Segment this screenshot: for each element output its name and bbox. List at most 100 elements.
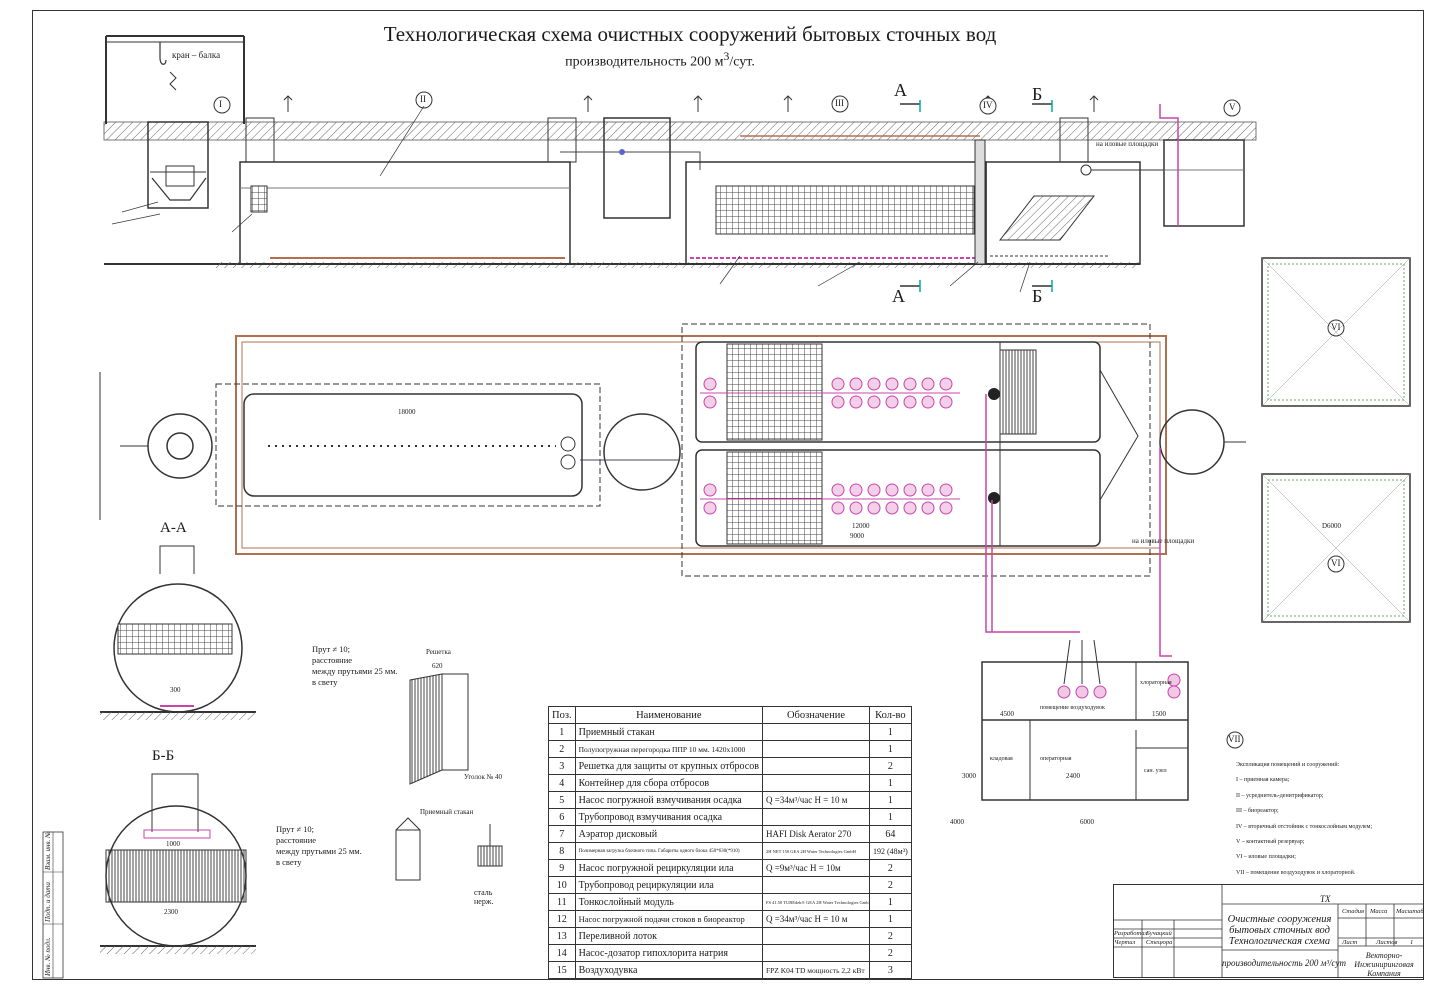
table-header: Кол-во [868,706,912,724]
dimension: 2300 [164,908,178,916]
contact-tank-profile [1080,104,1245,227]
ground-level [103,121,1257,141]
room-label: сан. узел [1144,768,1167,774]
table-header-row: Поз. Наименование Обозначение Кол-во [548,706,912,724]
secondary-clarifier-profile [974,95,1141,265]
explication-item: Экспликация помещений и сооружений: [1236,762,1340,768]
explication-list: Экспликация помещений и сооружений: I – … [1236,758,1406,881]
explication-item: IV – вторичный отстойник с тонкослойным … [1236,823,1373,830]
roman-label: III [835,98,844,108]
room-label: помещение воздуходувок [1040,705,1105,711]
stamp-field: Листов [1376,939,1398,946]
drawing-code: ТХ [1320,894,1331,904]
dimension: D6000 [1322,522,1342,530]
averager-tank-profile [239,95,593,265]
explication-item: III – биореактор; [1236,808,1279,815]
side-strip-field: Инв. № подл. [44,937,52,976]
side-strip-field: Подп. и дата [44,882,52,922]
stamp-field: Масса [1370,908,1388,915]
dimension: 9000 [850,532,864,540]
dimension: 12000 [852,522,870,530]
stamp-field: Стадия [1342,908,1365,915]
dimension: 2400 [1066,772,1080,780]
section-aa [100,545,256,720]
stamp-field: Лист [1342,939,1358,946]
section-mark-b-top: Б [1032,84,1043,104]
table-header: Обозначение [761,706,870,724]
explication-item: V – контактный резервуар; [1236,839,1305,846]
to-sludge-beds-label: на иловые площадки [1132,537,1195,545]
section-mark-a-bottom: А [892,286,905,306]
dimension: 300 [170,686,181,694]
explication-item: VII – помещение воздуходувок и хлораторн… [1236,869,1356,876]
side-strip-field: Взам. инв. № [44,831,52,870]
crane-label: кран – балка [172,50,221,60]
drawing-object: Очистные сооружения бытовых сточных вод … [1227,914,1332,947]
roman-label: VII [1228,734,1241,744]
stamp-field: Бучацкий [1146,930,1172,937]
grate-corner-label: Уголок № 40 [464,773,503,781]
cup-note: Прут ≠ 10; расстояние между прутьями 25 … [276,824,362,867]
steel-label: сталь нерж. [474,888,494,906]
roman-label: VI [1331,322,1341,332]
page-title: Технологическая схема очистных сооружени… [383,22,997,46]
dimension: 6000 [1080,818,1094,826]
section-aa-title: А-А [160,520,187,536]
sludge-beds [1261,257,1411,623]
section-mark-b-bottom: Б [1032,286,1043,306]
roman-label: V [1229,102,1236,112]
dimension: 4000 [950,818,964,826]
stamp-field: Разработал [1114,930,1148,937]
building-plan [981,661,1189,801]
section-bb [100,773,256,954]
plan-view [99,323,1246,577]
organization-name: Векторно-Инжиниринговая Компания [1354,951,1414,978]
grate-detail [395,673,503,881]
roman-label: IV [983,100,993,110]
grate-note: Прут ≠ 10; расстояние между прутьями 25 … [312,644,398,687]
crane-beam [105,35,245,124]
explication-item: VI – иловые площадки; [1236,854,1296,861]
bioreactor-profile [685,95,987,265]
drawing-productivity: производительность 200 м³/сут [1222,958,1346,968]
drawing-sheet [32,10,1424,980]
room-label: кладовая [990,756,1013,762]
section-mark-a-top: А [894,80,907,100]
to-sludge-beds-label: на иловые площадки [1096,140,1159,148]
page-subtitle: производительность 200 м3/сут. [565,50,755,70]
grate-title: Решетка [426,648,451,656]
explication-item: I – приемная камера; [1236,777,1290,784]
roman-label: VI [1331,558,1341,568]
receiving-chamber-profile [147,121,209,209]
roman-label: I [219,99,222,109]
room-label: операторная [1040,756,1072,762]
dimension: 4500 [1000,710,1014,718]
title-block [1113,884,1424,978]
section-bb-title: Б-Б [152,748,175,764]
stamp-field: 1 [1410,939,1414,946]
table-header: Поз. [548,706,576,724]
dimension: 18000 [398,408,416,416]
dimension: 1500 [1152,710,1166,718]
dimension: 1000 [166,840,180,848]
intermediate-chamber-profile [560,117,701,219]
dimension: 3000 [962,772,976,780]
dimension: 620 [432,662,443,670]
table-header: Наименование [574,706,763,724]
explication-item: II – усреднитель-денитрификатор; [1236,792,1324,799]
room-label: хлораторная [1140,680,1172,686]
